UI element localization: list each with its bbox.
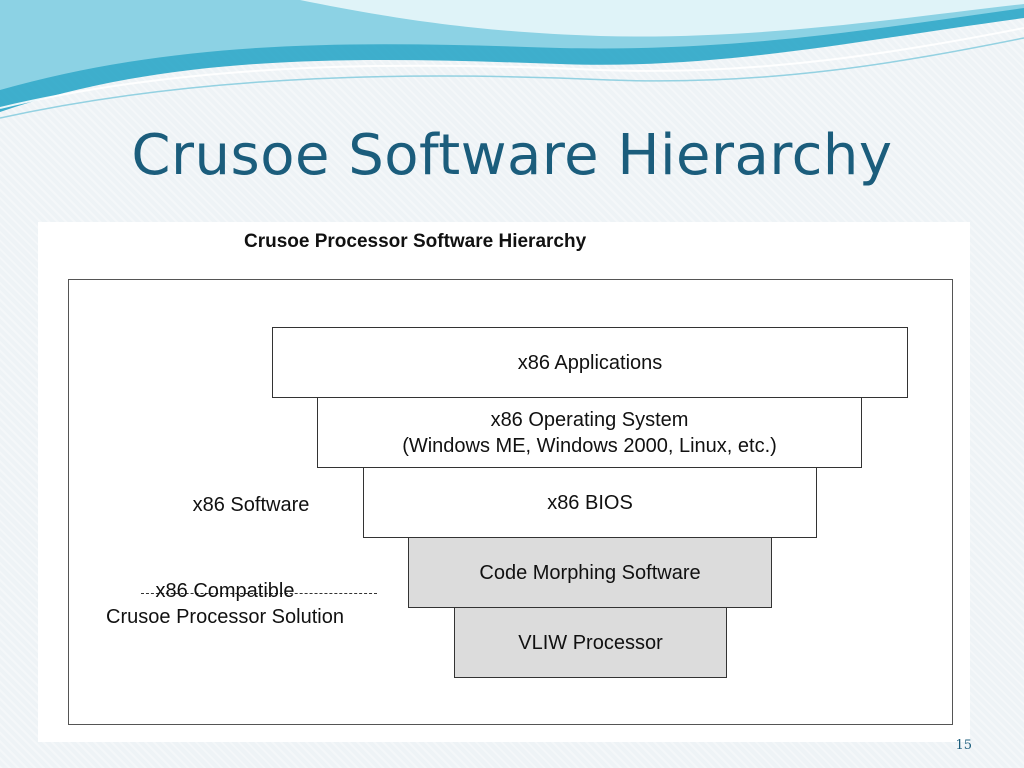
layer-label: x86 Applications — [517, 351, 663, 374]
page-number: 15 — [955, 738, 972, 753]
layer-x86-operating-system: x86 Operating System (Windows ME, Window… — [317, 397, 862, 468]
label-line-2: Crusoe Processor Solution — [106, 606, 344, 628]
layer-label: Code Morphing Software — [479, 561, 701, 584]
figure-title: Crusoe Processor Software Hierarchy — [244, 231, 587, 252]
hierarchy-figure: Crusoe Processor Software Hierarchy x86 … — [38, 222, 970, 742]
x86-software-label: x86 Software — [151, 492, 351, 518]
layer-vliw-processor: VLIW Processor — [454, 607, 727, 678]
crusoe-solution-label: x86 Compatible Crusoe Processor Solution — [75, 578, 375, 630]
layer-label: VLIW Processor — [518, 631, 663, 654]
slide-title: Crusoe Software Hierarchy — [131, 123, 893, 188]
layer-code-morphing-software: Code Morphing Software — [408, 537, 772, 608]
software-hardware-divider — [141, 593, 377, 594]
label-text: x86 Software — [192, 494, 310, 516]
layer-sublabel: (Windows ME, Windows 2000, Linux, etc.) — [402, 434, 777, 457]
header-swoosh-decoration — [0, 0, 1024, 119]
label-line-1: x86 Compatible — [155, 580, 295, 602]
layer-label: x86 BIOS — [547, 491, 633, 514]
layer-label: x86 Operating System — [490, 408, 689, 431]
figure-frame: x86 Applications x86 Operating System (W… — [68, 279, 953, 725]
layer-x86-applications: x86 Applications — [272, 327, 908, 398]
layer-x86-bios: x86 BIOS — [363, 467, 817, 538]
